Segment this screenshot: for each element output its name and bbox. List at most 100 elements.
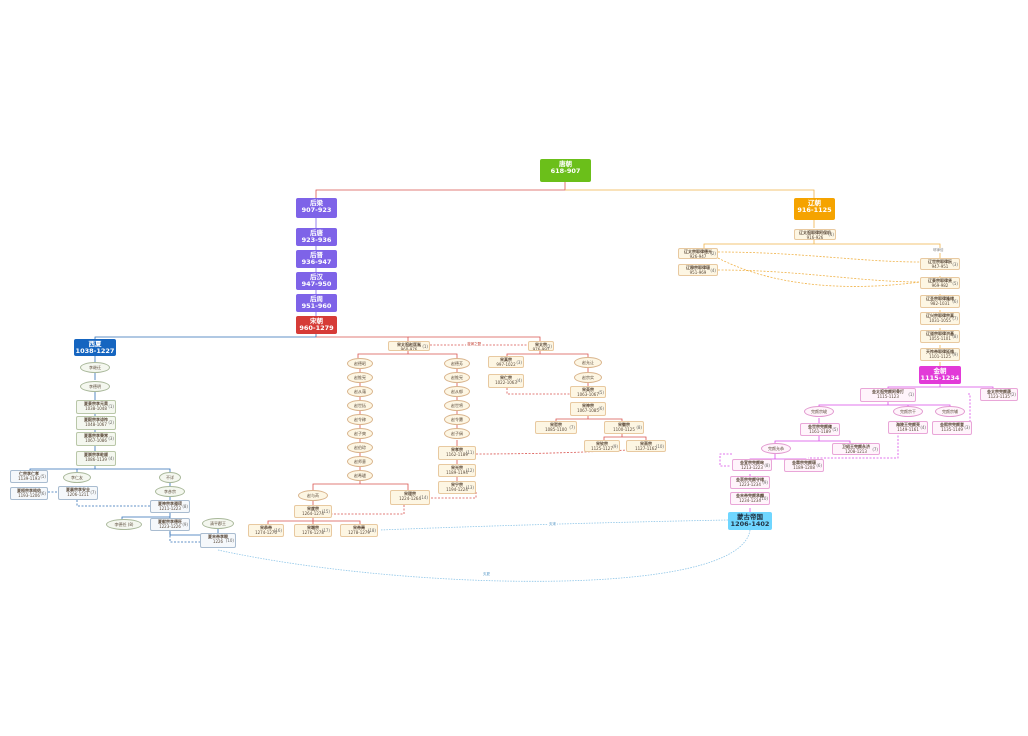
ancestor-node[interactable]: 赵德昭 (347, 358, 373, 369)
ruler-order: (7) (90, 490, 96, 496)
ancestor-node[interactable]: 李仁友 (63, 472, 91, 483)
ancestor-node[interactable]: 赵允让 (574, 357, 602, 368)
ancestor-node[interactable]: 赵子奭 (347, 428, 373, 439)
ruler-name: 金太祖完颜阿骨打 (872, 389, 904, 394)
ruler-order: (10) (759, 495, 768, 501)
ruler-order: (2) (546, 343, 552, 349)
ruler-name: 辽太祖耶律阿保机 (799, 230, 831, 235)
ancestor-node[interactable]: 李继迁 (80, 362, 110, 373)
ancestor-node[interactable]: 赵希瓐 (347, 470, 373, 481)
ancestor-node[interactable]: 不详 (159, 472, 181, 483)
ancestor-node[interactable]: 李彦宗 (155, 486, 185, 497)
ancestor-node[interactable]: 赵令懬 (444, 414, 470, 425)
ancestor-node[interactable]: 李德明 (80, 381, 110, 392)
ancestor-node[interactable]: 赵师意 (347, 456, 373, 467)
ancestor-node[interactable]: 赵惟宪 (444, 372, 470, 383)
ancestor-node[interactable]: 清平郡王 (202, 518, 234, 529)
ancestor-node[interactable]: 完颜允恭 (761, 443, 791, 454)
ancestor-node[interactable]: 赵德芳 (444, 358, 470, 369)
ancestor-node[interactable]: 赵从蔼 (347, 386, 373, 397)
ancestor-node[interactable]: 赵伯琮 (347, 442, 373, 453)
ancestor-node[interactable]: 完颜宗辅 (935, 406, 965, 417)
ancestor-node[interactable]: 赵与芮 (298, 490, 328, 501)
ancestor-node[interactable]: 赵世括 (347, 400, 373, 411)
ruler-name: 夏桓宗李纯佑 (17, 488, 41, 493)
ancestor-node[interactable]: 李德任 (8) (106, 519, 142, 530)
ancestor-node[interactable]: 赵令稼 (347, 414, 373, 425)
ancestor-node[interactable]: 赵宗实 (574, 372, 602, 383)
ancestor-node[interactable]: 完颜宗峻 (804, 406, 834, 417)
song-shenzong-children (555, 416, 623, 421)
ancestor-node[interactable]: 赵世将 (444, 400, 470, 411)
ruler-order: (1) (108, 404, 114, 410)
ancestor-node[interactable]: 赵惟宪 (347, 372, 373, 383)
ancestor-node[interactable]: 赵从郁 (444, 386, 470, 397)
song-left-chain (312, 368, 409, 490)
ancestor-node[interactable]: 完颜宗干 (893, 406, 923, 417)
relation-tag-xixia-fall: 灭夏 (482, 572, 491, 577)
ruler-name: 卫绍王完颜永济 (842, 444, 870, 449)
ruler-name: 金熙宗完颜亶 (940, 422, 964, 427)
ancestor-node[interactable]: 赵子偁 (444, 428, 470, 439)
ruler-order: (3) (952, 261, 958, 267)
